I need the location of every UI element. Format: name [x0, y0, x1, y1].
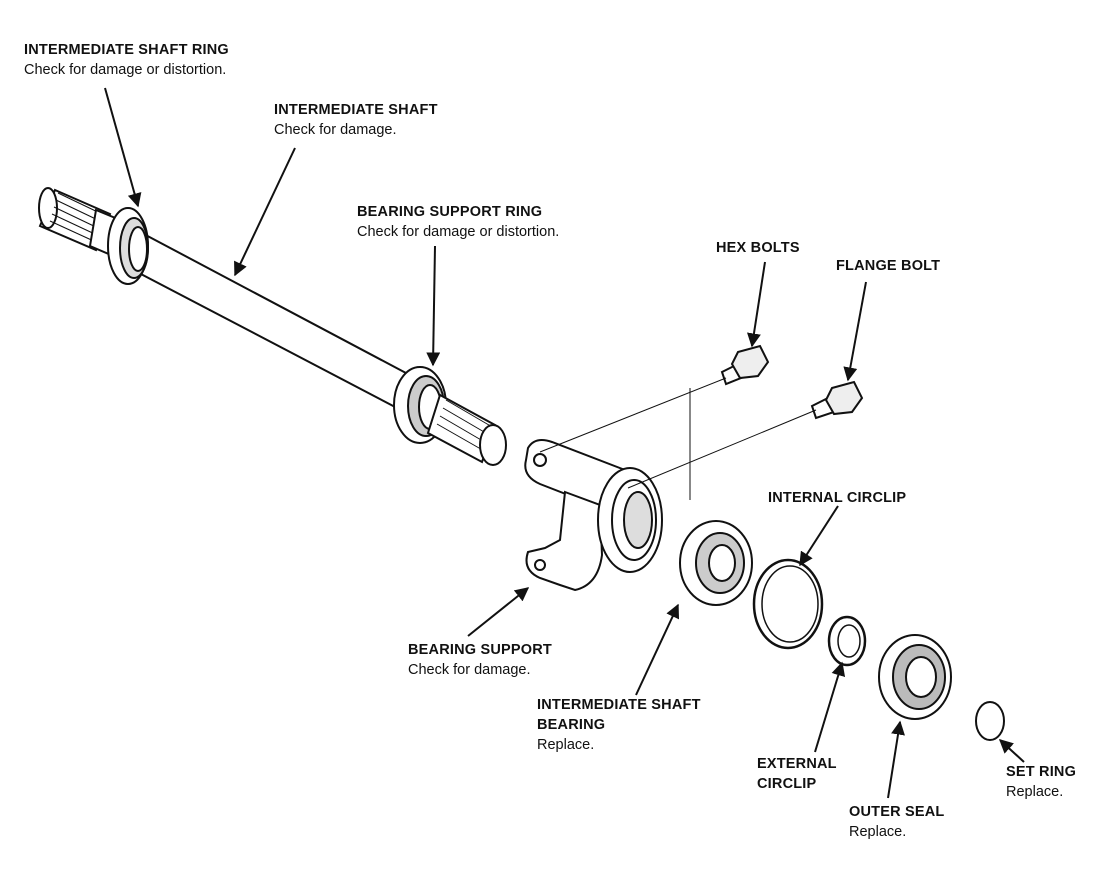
label-outer-seal: OUTER SEAL Replace.	[849, 802, 944, 842]
label-title: INTERMEDIATE SHAFT	[274, 102, 438, 118]
intermediate-shaft-drawing	[38, 187, 507, 466]
arrow-intermediate-shaft	[234, 147, 296, 277]
arrow-internal-circlip	[799, 505, 839, 567]
label-title: FLANGE BOLT	[836, 258, 941, 274]
arrow-intermediate-shaft-ring	[104, 87, 142, 208]
arrow-hex-bolts	[747, 261, 766, 348]
intermediate-shaft-bearing-drawing	[679, 520, 753, 606]
label-bearing-support-ring: BEARING SUPPORT RING Check for damage or…	[357, 202, 559, 242]
label-note: Replace.	[849, 824, 907, 840]
label-intermediate-shaft: INTERMEDIATE SHAFT Check for damage.	[274, 100, 438, 140]
bearing-support-drawing	[524, 439, 663, 592]
label-title: INTERNAL CIRCLIP	[768, 490, 907, 506]
label-title: BEARING SUPPORT	[408, 642, 552, 658]
label-title: HEX BOLTS	[716, 240, 800, 256]
internal-circlip-drawing	[752, 558, 824, 650]
flange-bolt-drawing	[810, 380, 864, 420]
label-title: SET RING	[1006, 764, 1077, 780]
label-intermediate-shaft-ring: INTERMEDIATE SHAFT RING Check for damage…	[24, 40, 229, 80]
leader-arrows	[104, 87, 1025, 799]
label-note: Replace.	[537, 737, 595, 753]
label-note: Check for damage or distortion.	[357, 224, 560, 240]
arrow-bearing-support-ring	[426, 245, 441, 367]
arrow-external-circlip	[814, 661, 846, 753]
label-title-line2: CIRCLIP	[757, 776, 817, 792]
external-circlip-drawing	[827, 615, 867, 667]
label-intermediate-shaft-bearing: INTERMEDIATE SHAFT BEARING Replace.	[537, 695, 701, 755]
label-title-line1: EXTERNAL	[757, 756, 837, 772]
label-title: OUTER SEAL	[849, 804, 945, 820]
arrow-outer-seal	[887, 720, 905, 799]
label-bearing-support: BEARING SUPPORT Check for damage.	[408, 640, 552, 680]
label-external-circlip: EXTERNAL CIRCLIP	[757, 754, 837, 794]
label-note: Replace.	[1006, 784, 1064, 800]
label-note: Check for damage.	[274, 122, 397, 138]
set-ring-drawing	[975, 701, 1005, 741]
label-title: INTERMEDIATE SHAFT RING	[24, 42, 229, 58]
label-note: Check for damage or distortion.	[24, 62, 227, 78]
alignment-lines	[539, 377, 817, 500]
outer-seal-drawing	[878, 634, 952, 720]
arrow-intermediate-shaft-bearing	[635, 603, 680, 696]
label-note: Check for damage.	[408, 662, 531, 678]
arrow-bearing-support	[467, 587, 530, 637]
label-internal-circlip: INTERNAL CIRCLIP	[768, 488, 906, 508]
label-flange-bolt: FLANGE BOLT	[836, 256, 940, 276]
arrow-flange-bolt	[843, 281, 867, 382]
hex-bolt-drawing	[720, 344, 770, 386]
label-hex-bolts: HEX BOLTS	[716, 238, 800, 258]
label-set-ring: SET RING Replace.	[1006, 762, 1076, 802]
label-title: BEARING SUPPORT RING	[357, 204, 543, 220]
label-title-line1: INTERMEDIATE SHAFT	[537, 697, 701, 713]
label-title-line2: BEARING	[537, 717, 606, 733]
arrow-set-ring	[998, 739, 1025, 763]
